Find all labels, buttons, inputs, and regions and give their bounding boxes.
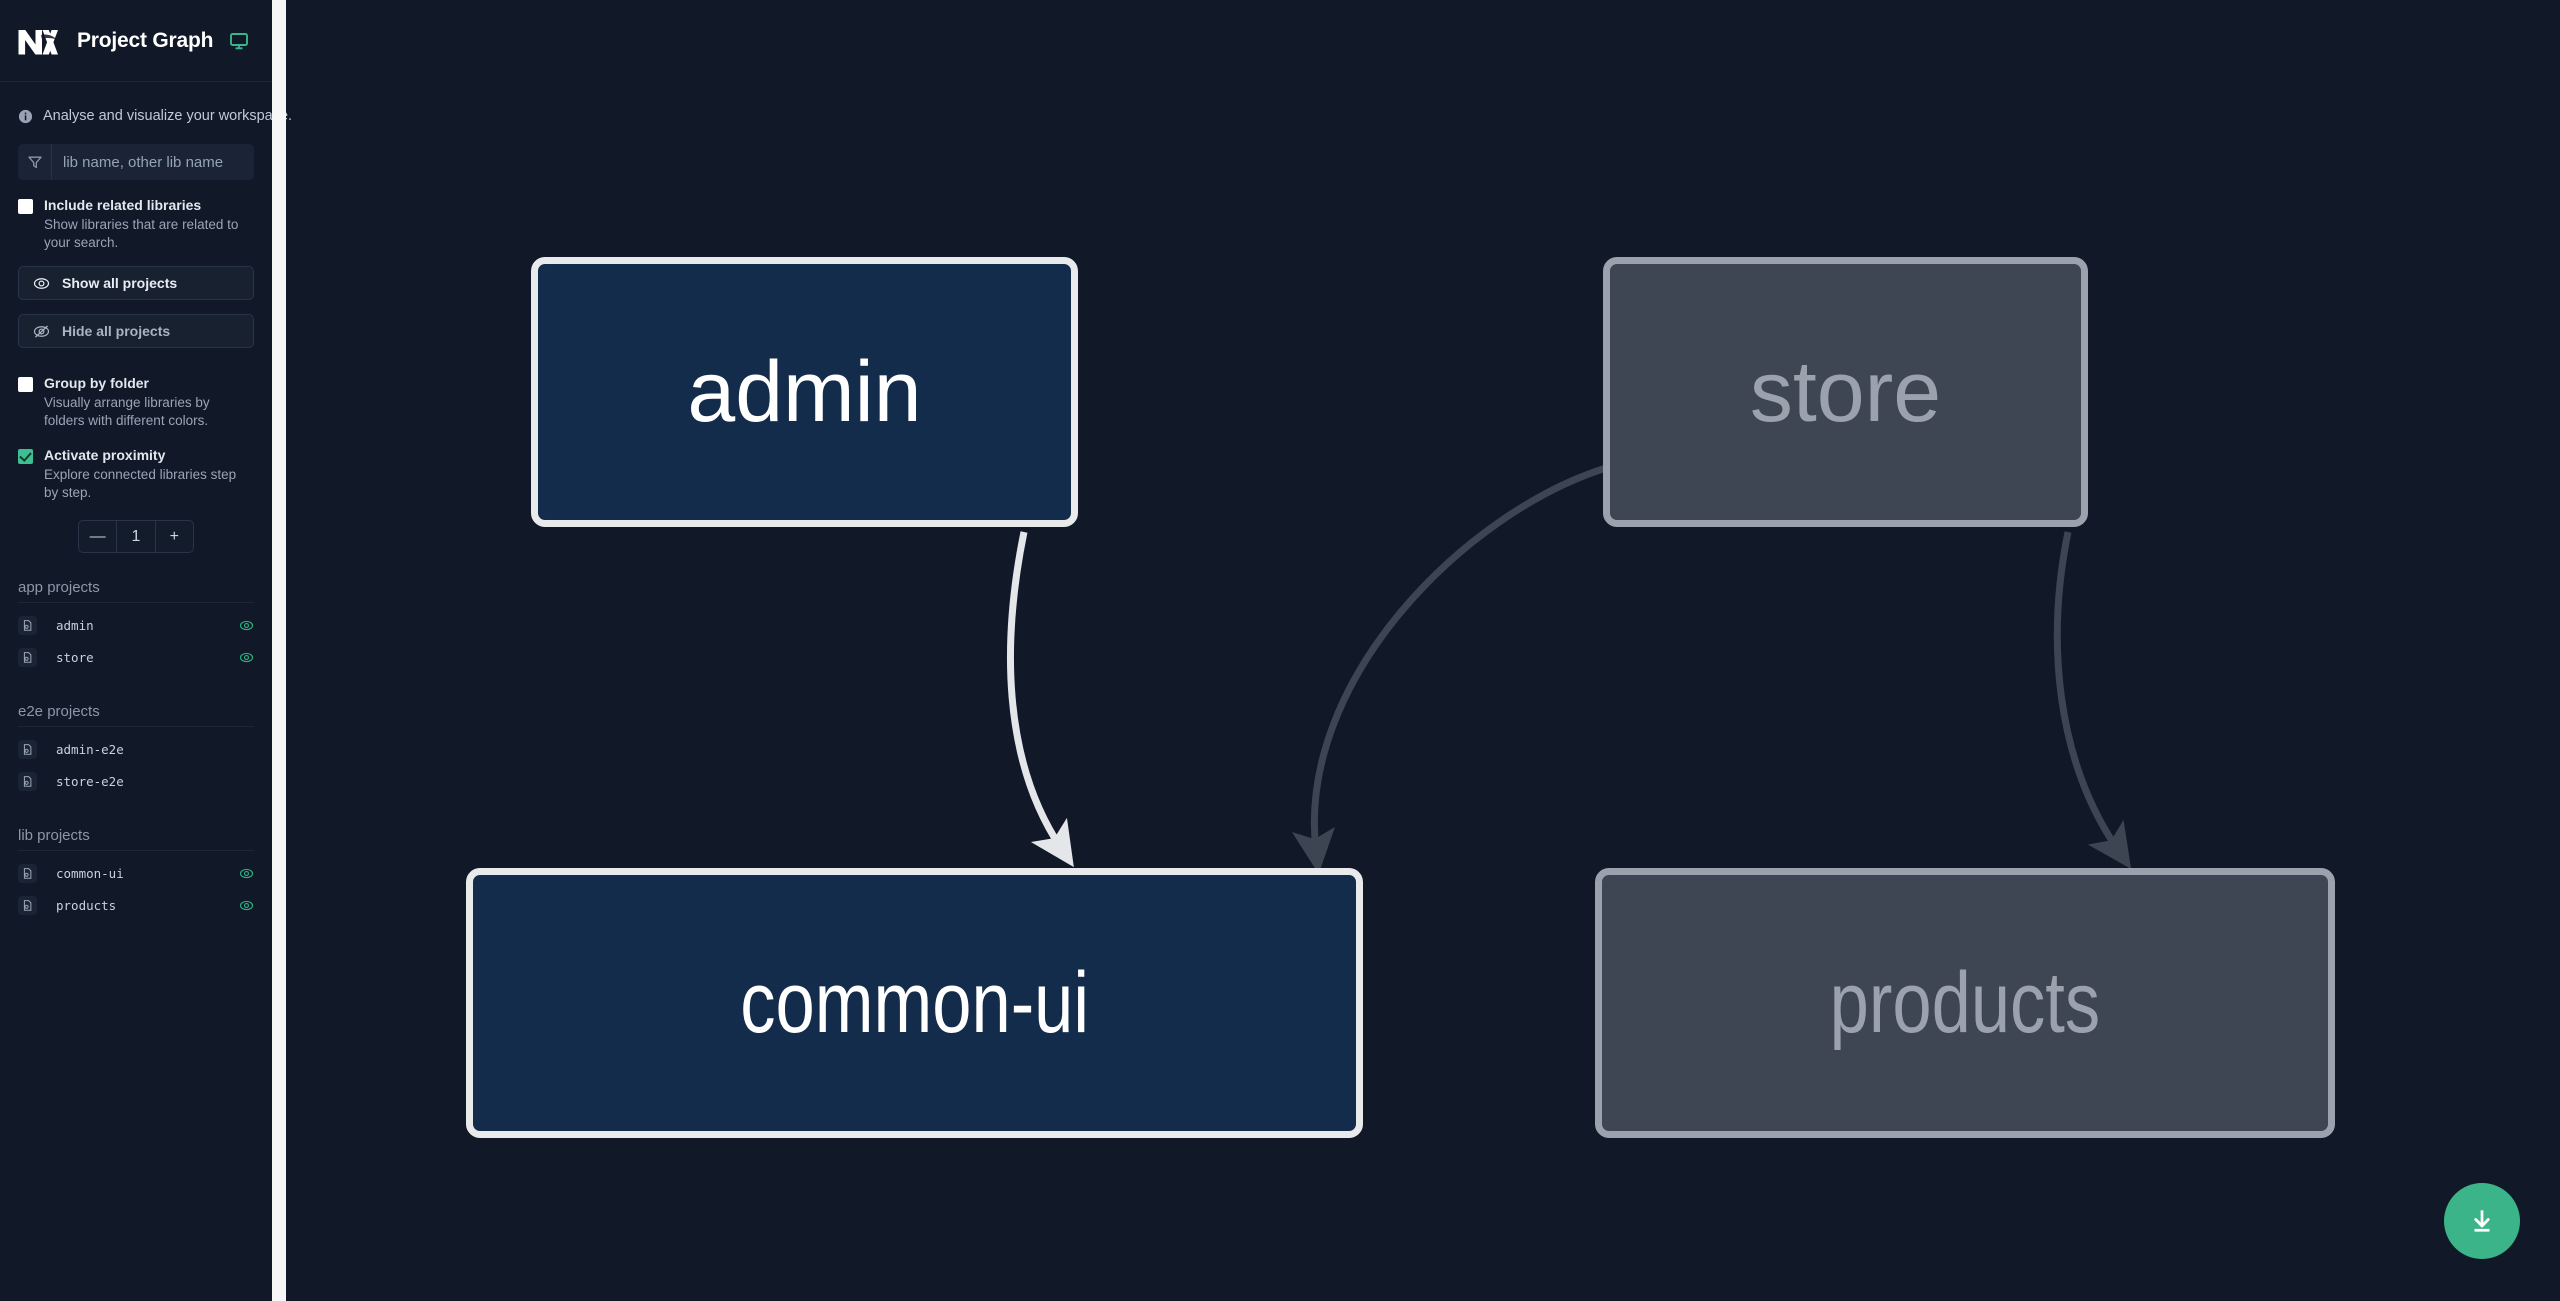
proximity-decrement-button[interactable]: — <box>89 527 106 545</box>
sidebar: Project Graph Analyse and visualize your… <box>0 0 292 1301</box>
project-list-item[interactable]: admin <box>18 609 254 641</box>
download-image-button[interactable] <box>2444 1183 2520 1259</box>
graph-node-label: common-ui <box>740 955 1089 1051</box>
eye-off-icon <box>33 323 50 340</box>
project-list-item[interactable]: store-e2e <box>18 765 254 797</box>
option-activate-proximity[interactable]: Activate proximity Explore connected lib… <box>0 446 272 502</box>
project-group-title: lib projects <box>18 827 254 851</box>
activate-proximity-description: Explore connected libraries step by step… <box>44 467 237 500</box>
project-file-icon <box>18 771 37 791</box>
project-list-item[interactable]: common-ui <box>18 857 254 889</box>
option-group-by-folder[interactable]: Group by folder Visually arrange librari… <box>0 374 272 430</box>
nx-logo-icon <box>17 26 59 56</box>
graph-node-admin[interactable]: admin <box>531 257 1078 527</box>
graph-node-label: store <box>1749 344 1942 440</box>
search-field[interactable] <box>18 144 254 180</box>
graph-node-common-ui[interactable]: common-ui <box>466 868 1363 1138</box>
sidebar-header: Project Graph <box>0 0 272 82</box>
project-file-icon <box>18 647 37 667</box>
project-name: store <box>56 649 94 665</box>
project-list-item[interactable]: store <box>18 641 254 673</box>
download-icon <box>2467 1206 2497 1236</box>
project-file-icon <box>18 895 37 915</box>
group-by-folder-label: Group by folder <box>44 375 149 391</box>
edge-store-to-common-ui <box>1291 464 1608 874</box>
project-group-title: app projects <box>18 579 254 603</box>
project-visibility-eye-icon[interactable] <box>239 618 254 633</box>
activate-proximity-label: Activate proximity <box>44 447 166 463</box>
graph-edges-layer <box>1006 464 2132 874</box>
project-visibility-eye-icon[interactable] <box>239 866 254 881</box>
tagline: Analyse and visualize your workspace. <box>0 82 292 128</box>
monitor-icon[interactable] <box>229 31 249 51</box>
graph-node-label: admin <box>687 344 922 440</box>
hide-all-projects-button[interactable]: Hide all projects <box>18 314 254 348</box>
hide-all-projects-label: Hide all projects <box>62 323 171 339</box>
project-name: store-e2e <box>56 773 124 789</box>
project-name: admin-e2e <box>56 741 124 757</box>
project-groups-list: app projects admin store e2e projects ad… <box>0 579 272 1301</box>
project-file-icon <box>18 863 37 883</box>
project-list-item[interactable]: products <box>18 889 254 921</box>
project-visibility-eye-icon[interactable] <box>239 898 254 913</box>
include-related-label: Include related libraries <box>44 197 202 213</box>
project-group-title: e2e projects <box>18 703 254 727</box>
include-related-checkbox[interactable] <box>18 199 33 214</box>
edge-admin-to-common-ui <box>1006 531 1074 868</box>
project-name: admin <box>56 617 94 633</box>
stepper-divider-right <box>154 521 156 552</box>
graph-node-label: products <box>1829 955 2101 1051</box>
info-icon <box>18 109 33 124</box>
project-file-icon <box>18 615 37 635</box>
include-related-description: Show libraries that are related to your … <box>44 217 239 250</box>
project-list-item[interactable]: admin-e2e <box>18 733 254 765</box>
edge-store-to-products <box>2053 531 2132 870</box>
project-visibility-eye-icon[interactable] <box>239 650 254 665</box>
filter-funnel-icon <box>18 144 52 180</box>
search-input[interactable] <box>52 144 254 180</box>
proximity-increment-button[interactable]: + <box>169 527 179 545</box>
option-include-related[interactable]: Include related libraries Show libraries… <box>0 196 272 252</box>
project-name: common-ui <box>56 865 124 881</box>
sidebar-resize-handle[interactable] <box>272 0 286 1301</box>
proximity-value: 1 <box>131 527 141 545</box>
graph-canvas[interactable]: admin store common-ui products <box>286 0 2560 1301</box>
group-by-folder-description: Visually arrange libraries by folders wi… <box>44 395 210 428</box>
eye-icon <box>33 275 50 292</box>
project-file-icon <box>18 739 37 759</box>
project-name: products <box>56 897 117 913</box>
tagline-text: Analyse and visualize your workspace. <box>43 108 293 124</box>
show-all-projects-button[interactable]: Show all projects <box>18 266 254 300</box>
page-title: Project Graph <box>77 28 214 52</box>
group-by-folder-checkbox[interactable] <box>18 377 33 392</box>
activate-proximity-checkbox[interactable] <box>18 449 33 464</box>
graph-node-store[interactable]: store <box>1603 257 2088 527</box>
proximity-stepper[interactable]: — 1 + <box>78 520 194 553</box>
show-all-projects-label: Show all projects <box>62 275 178 291</box>
graph-node-products[interactable]: products <box>1595 868 2335 1138</box>
stepper-divider-left <box>116 521 118 552</box>
